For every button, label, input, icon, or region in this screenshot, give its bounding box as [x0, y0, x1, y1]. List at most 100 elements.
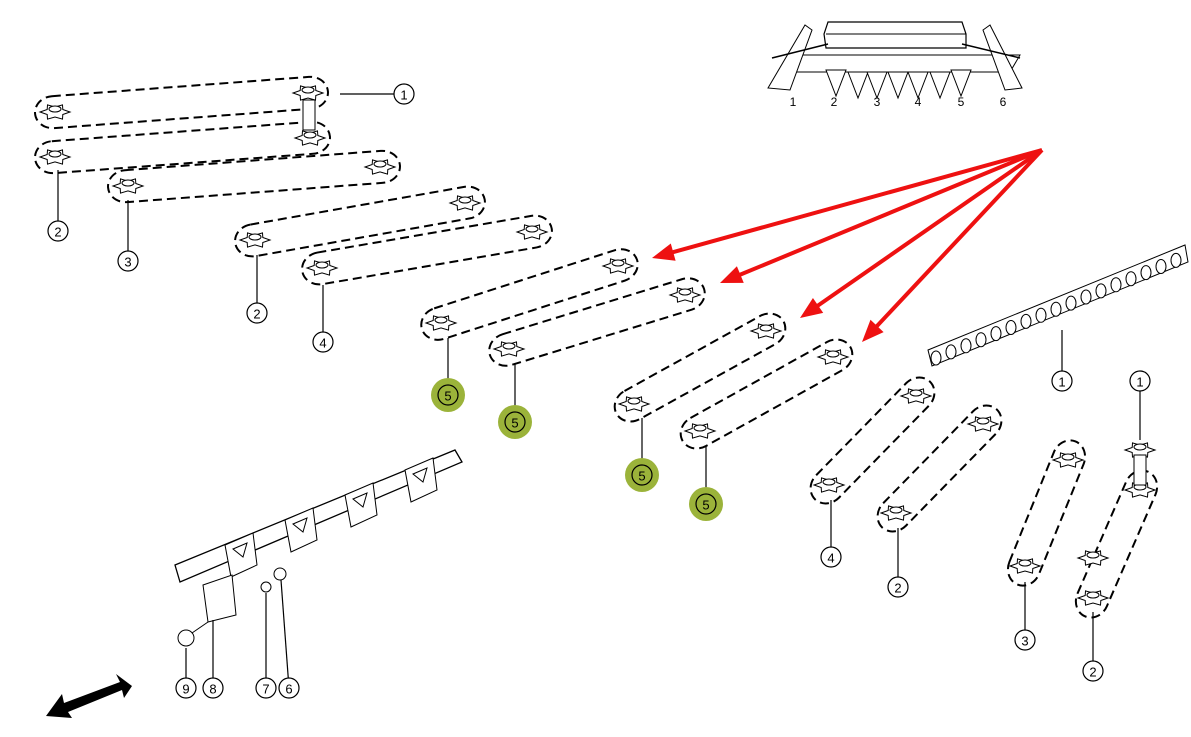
chain-loop [34, 75, 329, 130]
sprocket [1123, 442, 1157, 458]
callout-circle [175, 677, 197, 699]
arrow-head [800, 298, 824, 318]
callout-circle [631, 464, 653, 486]
sprocket [515, 224, 549, 240]
callout-circle [202, 677, 224, 699]
chain-loop [234, 185, 486, 258]
callout-circle [1051, 370, 1073, 392]
sprocket [448, 195, 482, 211]
callout-label: 4 [827, 551, 834, 566]
sprocket-hub [976, 417, 990, 425]
callout-circle [255, 677, 277, 699]
bracket-window [412, 467, 428, 483]
callout-label: 2 [253, 307, 260, 322]
snout-cone [929, 71, 951, 100]
bracket-window [292, 517, 308, 533]
red-pointer-arrow-icon [651, 148, 1043, 261]
red-pointer-arrow-icon [800, 148, 1044, 318]
callout-7: 7 [255, 593, 277, 699]
chain-loops [34, 75, 1159, 619]
sprocket [899, 388, 933, 404]
arrow-head [651, 243, 676, 261]
chain-loop [809, 376, 936, 505]
callout-4: 4 [820, 500, 842, 568]
sprocket-hub [373, 160, 387, 168]
callout-label: 9 [182, 682, 189, 697]
sprocket-hub [458, 196, 472, 204]
sprocket [38, 104, 72, 120]
chain-loop [679, 338, 854, 450]
callout-label: 1 [1136, 375, 1143, 390]
chain-roller [1140, 265, 1152, 281]
bolt-shank [191, 621, 209, 634]
callout-5: 5 [498, 363, 532, 439]
chain-loop [613, 312, 787, 423]
overview-label: 1 [790, 95, 797, 109]
overview-label: 5 [958, 95, 965, 109]
sprocket-hub [693, 424, 707, 432]
chain-roller [960, 338, 972, 354]
callout-label: 4 [319, 336, 326, 351]
highlight-marker [431, 378, 465, 412]
snout-cone [907, 71, 929, 100]
callout-circle [312, 331, 334, 353]
sprocket-hub [303, 131, 317, 139]
sprocket [1123, 482, 1157, 498]
header-overview-drawing: 1 2 3 4 5 6 [767, 21, 1023, 109]
highlight-marker [689, 487, 723, 521]
callout-label: 5 [638, 469, 645, 484]
sprocket-hub [121, 179, 135, 187]
callout-label: 5 [702, 498, 709, 513]
sprocket [424, 315, 458, 331]
callout-2: 2 [887, 528, 909, 598]
callout-circle [278, 677, 300, 699]
bracket-window [352, 492, 368, 508]
sprocket [749, 323, 783, 339]
sprocket [1076, 590, 1110, 606]
callout-label: 5 [511, 416, 518, 431]
overview-label: 3 [874, 95, 881, 109]
chain-loop [420, 248, 639, 341]
sprocket-hub [678, 288, 692, 296]
chain-roller [1110, 277, 1122, 293]
chain-roller [975, 332, 987, 348]
callout-circle [887, 576, 909, 598]
callout-label: 8 [209, 682, 216, 697]
callout-1: 1 [1129, 370, 1151, 440]
overview-label: 6 [1000, 95, 1007, 109]
sprocket [683, 423, 717, 439]
red-pointer-arrows [651, 148, 1044, 343]
callout-circle [117, 250, 139, 272]
sprocket-hub [1061, 453, 1075, 461]
chain-loop [107, 149, 401, 204]
plate-part-8 [202, 574, 237, 623]
highlight-marker [498, 405, 532, 439]
chain-roller [1050, 301, 1062, 317]
sprocket-hub [48, 150, 62, 158]
sprocket-hub [315, 261, 329, 269]
sprocket [879, 505, 913, 521]
sprocket [363, 159, 397, 175]
chain-roller [1155, 259, 1167, 274]
snout-cone [866, 71, 888, 100]
callout-label: 2 [894, 581, 901, 596]
sprocket-hub [502, 342, 516, 350]
sprocket [812, 477, 846, 493]
sprocket-hub [611, 259, 625, 267]
sprocket [617, 396, 651, 412]
highlight-marker [625, 458, 659, 492]
chain-roller [930, 350, 942, 366]
sprocket-hub [627, 397, 641, 405]
arrow-shaft [735, 148, 1043, 278]
chain-roller [1080, 289, 1092, 305]
chain-roller [1125, 271, 1137, 287]
shaft [1133, 454, 1147, 486]
snout-cone [825, 69, 847, 98]
callout-circle [393, 83, 415, 105]
chain-loop [488, 277, 706, 367]
overview-label: 2 [831, 95, 838, 109]
callout-5: 5 [689, 446, 723, 521]
